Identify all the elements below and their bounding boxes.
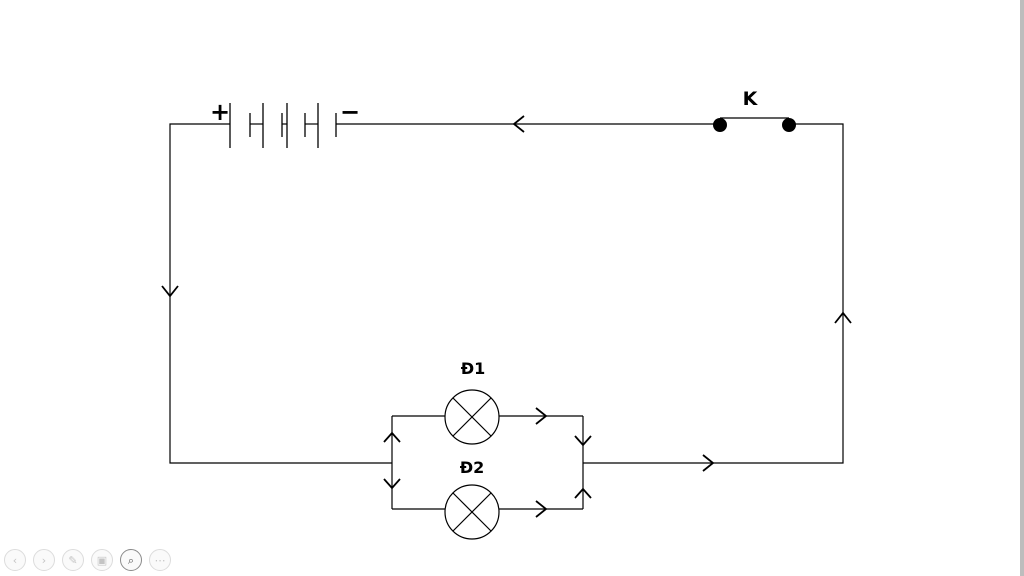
wire-top-left: [169, 123, 392, 464]
next-icon: ›: [41, 553, 47, 567]
slides-icon: ▣: [96, 553, 108, 567]
arrow-right-up: [834, 311, 852, 324]
arrow-lamp1-right: [535, 407, 548, 425]
switch-label: K: [743, 88, 759, 110]
switch-k: [713, 117, 796, 132]
pen-button[interactable]: ✎: [62, 549, 84, 571]
more-icon: ⋯: [154, 553, 166, 567]
slides-button[interactable]: ▣: [91, 549, 113, 571]
slideshow-toolbar: ‹ › ✎ ▣ ⌕ ⋯: [4, 548, 171, 572]
arrow-branch-right-down: [574, 435, 592, 447]
arrow-branch-left-down: [383, 478, 401, 490]
arrow-left-down: [161, 285, 179, 298]
wire-right: [583, 123, 844, 464]
arrow-branch-right-up: [574, 487, 592, 499]
switch-contact-left: [713, 118, 727, 132]
arrow-branch-left-up: [383, 431, 401, 443]
arrow-top-left: [512, 115, 525, 133]
slide-edge: [1020, 0, 1024, 576]
previous-icon: ‹: [12, 553, 18, 567]
arrow-lamp2-right: [535, 500, 548, 518]
battery-plus-label: +: [210, 98, 230, 126]
lamp-d1: [444, 389, 500, 445]
next-button[interactable]: ›: [33, 549, 55, 571]
lamp-d1-label: Đ1: [461, 359, 486, 378]
previous-button[interactable]: ‹: [4, 549, 26, 571]
battery-minus-label: −: [340, 98, 360, 126]
battery: [229, 103, 337, 148]
more-options-button[interactable]: ⋯: [149, 549, 171, 571]
pen-icon: ✎: [68, 553, 78, 567]
lamp-d2-label: Đ2: [460, 458, 485, 477]
switch-contact-right: [782, 118, 796, 132]
zoom-icon: ⌕: [127, 553, 135, 567]
arrow-bottom-right: [702, 454, 715, 472]
zoom-button[interactable]: ⌕: [120, 549, 142, 571]
lamp-d2: [444, 484, 500, 540]
